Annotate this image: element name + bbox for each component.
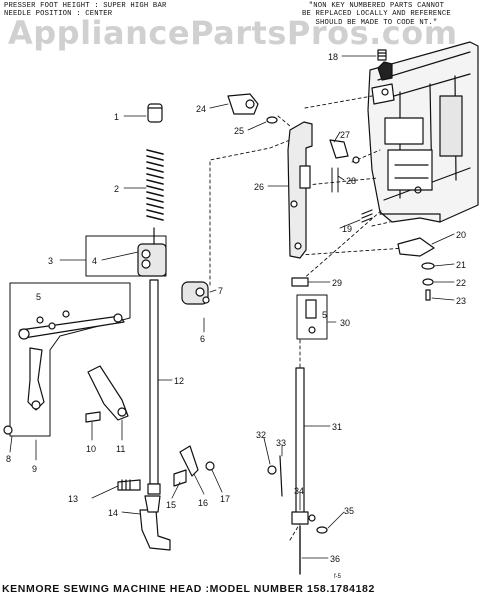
callout-16: 16 [198, 498, 208, 508]
lifter-lever-assembly [3, 310, 125, 435]
parts-20-23-needle-clamp [397, 237, 435, 301]
group-30-box [296, 294, 328, 340]
part-18-set-screw [377, 49, 387, 61]
callout-14: 14 [108, 508, 118, 518]
callout-5a: 5 [36, 292, 41, 302]
callout-7: 7 [218, 286, 223, 296]
callout-25: 25 [234, 126, 244, 136]
callout-26: 26 [254, 182, 264, 192]
part-8-nut [3, 425, 13, 435]
group-3-box [85, 235, 167, 277]
needle-position-note: NEEDLE POSITION : CENTER [4, 10, 113, 19]
callout-24: 24 [196, 104, 206, 114]
callout-5b: 5 [322, 310, 327, 320]
machine-frame-casting [367, 41, 479, 223]
part-4-presser-bar-guide [137, 243, 167, 277]
callout-10: 10 [86, 444, 96, 454]
callout-36: 36 [330, 554, 340, 564]
part-29-bushing [291, 277, 309, 287]
callout-31: 31 [332, 422, 342, 432]
callout-leaders [9, 55, 455, 559]
callout-8: 8 [6, 454, 11, 464]
part-14-presser-foot [139, 509, 171, 551]
callout-20: 20 [456, 230, 466, 240]
header-notes-left: PRESSER FOOT HEIGHT : SUPER HIGH BAR NEE… [4, 2, 166, 19]
callout-30: 30 [340, 318, 350, 328]
callout-33: 33 [276, 438, 286, 448]
callout-18: 18 [328, 52, 338, 62]
callout-28: 28 [346, 176, 356, 186]
callout-9: 9 [32, 464, 37, 474]
presser-bar-assembly [117, 103, 171, 551]
part-12-presser-bar [149, 279, 159, 485]
parts-27-28-19 [329, 139, 373, 223]
watermark: AppliancePartsPros.com [8, 14, 458, 52]
needle-bar-assembly [267, 277, 328, 575]
callout-35: 35 [344, 506, 354, 516]
page-mark: f-5 [334, 574, 342, 580]
callout-15: 15 [166, 500, 176, 510]
part-32-screw [267, 465, 277, 475]
presser-foot-note: PRESSER FOOT HEIGHT : SUPER HIGH BAR [4, 2, 167, 10]
part-1-cap [147, 103, 163, 123]
non-key-note-line-3: SHOULD BE MADE TO CODE NT." [315, 18, 438, 27]
callout-numbers: 1 2 3 4 5 5 6 7 8 9 10 11 12 13 14 15 16… [6, 52, 466, 580]
part-11-lifter-cam [85, 365, 129, 423]
part-34-needle-clamp [291, 511, 309, 525]
model-number-caption: KENMORE SEWING MACHINE HEAD :MODEL NUMBE… [2, 583, 375, 595]
callout-4: 4 [92, 256, 97, 266]
part-24-thread-guide [227, 93, 278, 124]
callout-22: 22 [456, 278, 466, 288]
callout-23: 23 [456, 296, 466, 306]
non-key-note-line-1: "NON KEY NUMBERED PARTS CANNOT [308, 2, 445, 10]
callout-21: 21 [456, 260, 466, 270]
callout-34: 34 [294, 486, 304, 496]
callout-29: 29 [332, 278, 342, 288]
callout-2: 2 [114, 184, 119, 194]
callout-11: 11 [116, 444, 125, 454]
group-outlines [9, 235, 328, 437]
callout-17: 17 [220, 494, 230, 504]
callout-32: 32 [256, 430, 266, 440]
part-26-needle-bar-frame [287, 121, 313, 259]
group-9-outline [9, 282, 131, 437]
part-6-collar [181, 281, 210, 305]
part-13-thumb-screw [117, 479, 141, 491]
parts-15-16-17 [173, 445, 215, 487]
callout-19: 19 [342, 224, 352, 234]
header-notes-right: "NON KEY NUMBERED PARTS CANNOT BE REPLAC… [302, 2, 451, 27]
callout-1: 1 [114, 112, 119, 122]
non-key-note-line-2: BE REPLACED LOCALLY AND REFERENCE [302, 10, 451, 19]
callout-3: 3 [48, 256, 53, 266]
callout-6: 6 [200, 334, 205, 344]
callout-13: 13 [68, 494, 78, 504]
part-2-spring [146, 149, 164, 221]
callout-12: 12 [174, 376, 184, 386]
callout-27: 27 [340, 130, 350, 140]
